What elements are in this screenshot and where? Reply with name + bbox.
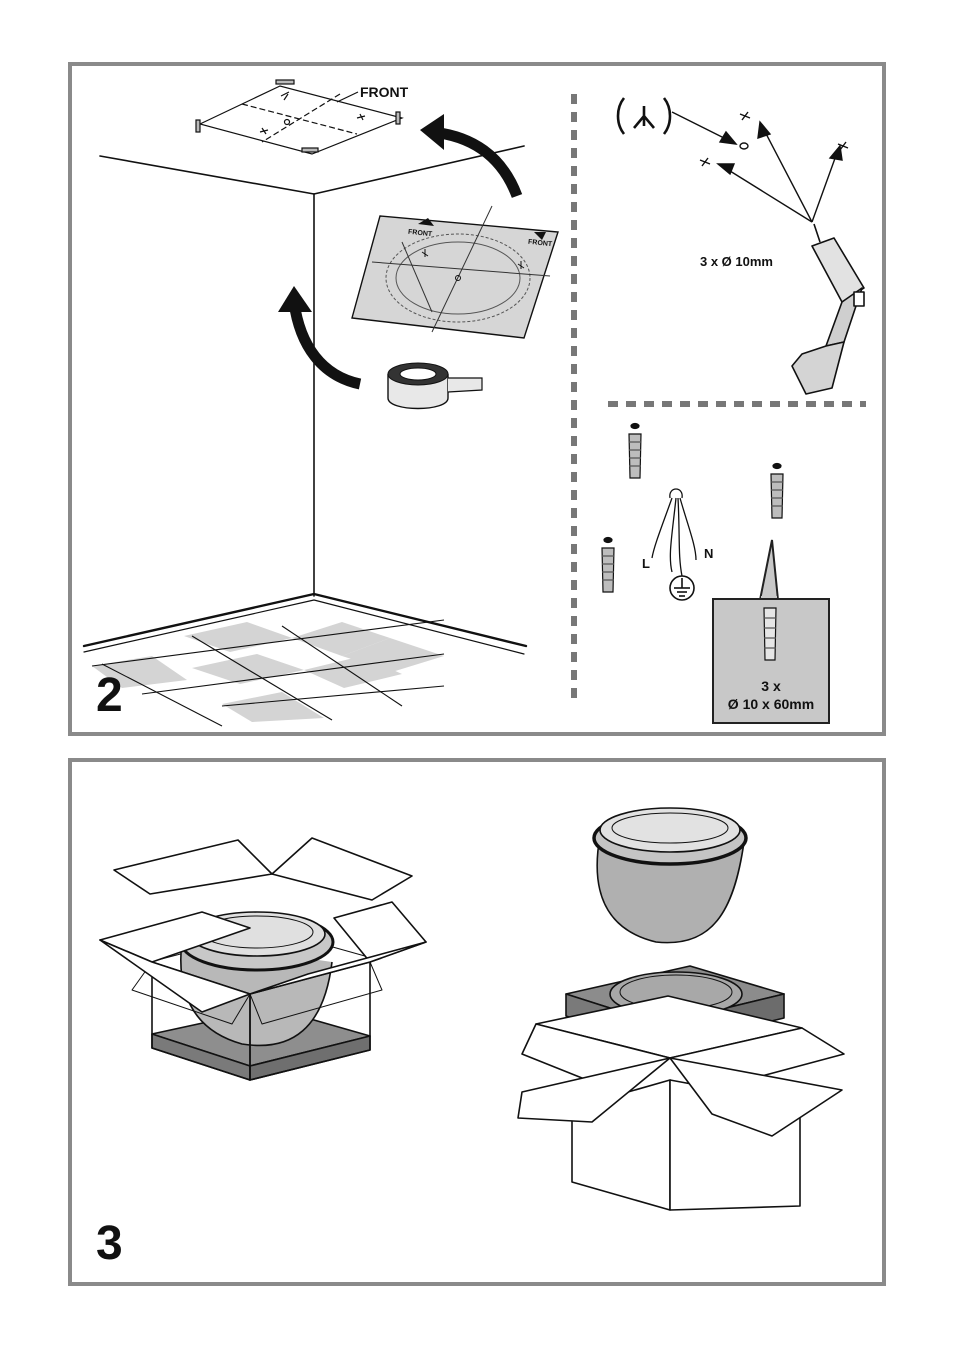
hood-unit-icon [594, 808, 746, 943]
wall-plug-callout: 3 x Ø 10 x 60mm [712, 598, 830, 724]
tape-roll-icon [388, 363, 482, 409]
floor-tiles [92, 622, 444, 722]
wire-neutral-label: N [704, 546, 713, 561]
up-arrow-icon [420, 114, 517, 196]
wall-plug-icon [771, 464, 783, 519]
step-3-panel: 3 [68, 758, 886, 1286]
drill-spec-label: 3 x Ø 10mm [700, 254, 773, 269]
open-box-icon [518, 996, 844, 1210]
front-label: FRONT [360, 84, 408, 100]
step-number: 3 [96, 1220, 123, 1268]
step-3-illustration [72, 762, 882, 1282]
wall-plug-icon [602, 538, 614, 593]
callout-size: Ø 10 x 60mm [714, 696, 828, 712]
earth-ground-icon [670, 576, 694, 600]
paper-template-icon [352, 206, 558, 338]
wire-live-label: L [642, 556, 650, 571]
electrical-wires [652, 489, 696, 576]
drill-icon [792, 224, 864, 394]
step-2-panel: 3 x Ø 10 x 60mm FRONT FRONT FRONT 3 x Ø … [68, 62, 886, 736]
callout-quantity: 3 x [714, 678, 828, 694]
up-arrow-icon [278, 286, 360, 384]
wall-plug-icon [629, 424, 641, 479]
ceiling-hook-icon [618, 98, 670, 134]
step-number: 2 [96, 672, 123, 720]
